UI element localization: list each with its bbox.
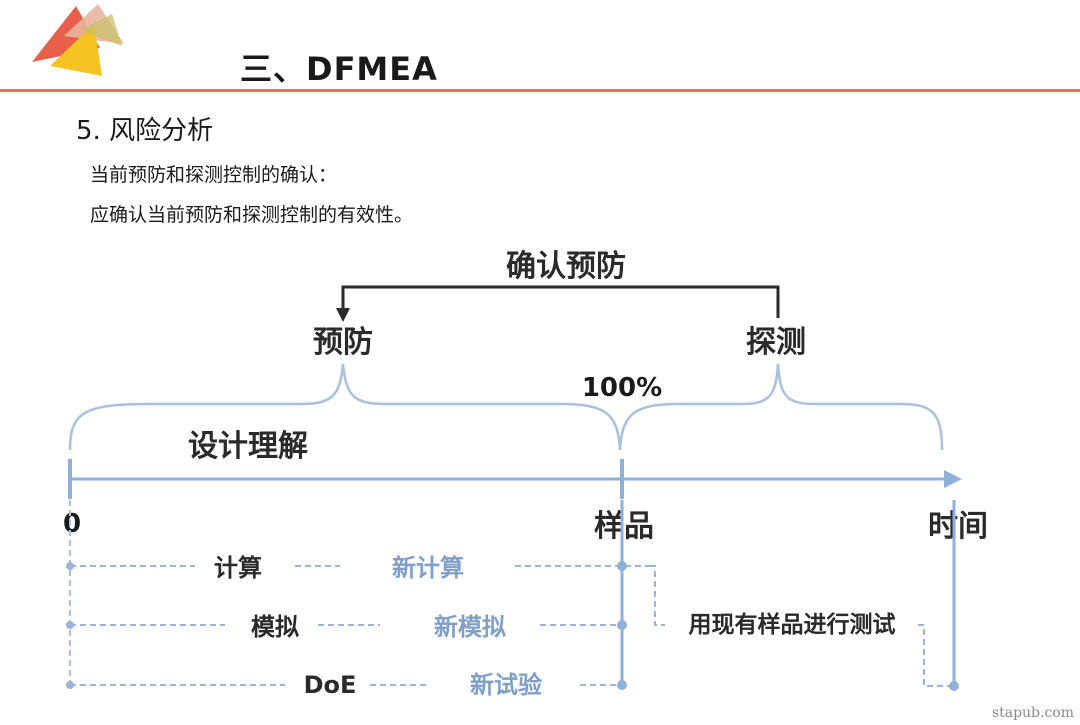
hundred-percent-label: 100% — [582, 373, 662, 403]
detection-label: 探测 — [746, 325, 806, 360]
row-simulation — [66, 620, 627, 630]
new-test-label: 新试验 — [470, 671, 542, 699]
sample-test-connector — [650, 565, 959, 691]
axis-sample-label: 样品 — [594, 509, 654, 544]
axis-zero-label: 0 — [63, 509, 81, 539]
row-calculation — [66, 561, 650, 571]
simulation-label: 模拟 — [251, 613, 299, 641]
title-divider — [0, 89, 1080, 92]
confirm-prevention-bracket — [336, 285, 780, 322]
section-heading: 5. 风险分析 — [76, 116, 214, 146]
design-understanding-label: 设计理解 — [188, 429, 308, 464]
time-axis — [68, 459, 962, 499]
body-line-2: 应确认当前预防和探测控制的有效性。 — [90, 204, 414, 226]
axis-time-label: 时间 — [928, 509, 988, 544]
doe-label: DoE — [304, 671, 357, 699]
prevention-brace — [68, 363, 622, 451]
logo — [32, 4, 124, 76]
watermark: stapub.com — [991, 705, 1074, 721]
row-doe — [66, 680, 627, 690]
detection-brace — [618, 363, 944, 451]
body-line-1: 当前预防和探测控制的确认： — [90, 164, 338, 186]
new-calculation-label: 新计算 — [392, 554, 464, 582]
sample-test-label: 用现有样品进行测试 — [689, 611, 896, 638]
confirm-prevention-label: 确认预防 — [506, 249, 626, 284]
calculation-label: 计算 — [214, 554, 262, 582]
new-simulation-label: 新模拟 — [434, 613, 506, 641]
prevention-label: 预防 — [313, 325, 373, 360]
page-title: 三、DFMEA — [240, 50, 438, 88]
